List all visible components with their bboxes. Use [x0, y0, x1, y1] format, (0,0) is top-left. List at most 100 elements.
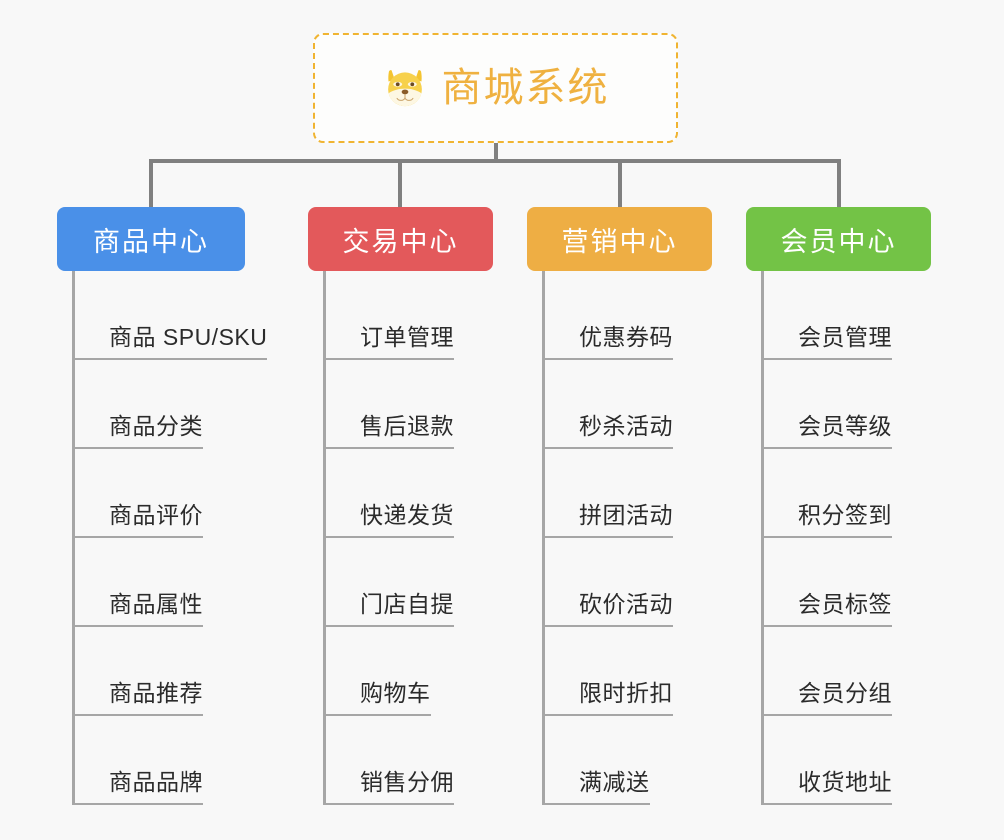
leaf-item[interactable]: 秒杀活动 [542, 360, 712, 449]
leaf-item[interactable]: 拼团活动 [542, 449, 712, 538]
leaf-underline: 优惠券码 [545, 318, 673, 360]
leaf-underline: 快递发货 [326, 496, 454, 538]
leaf-item[interactable]: 限时折扣 [542, 627, 712, 716]
header-marketing-center[interactable]: 营销中心 [527, 207, 712, 271]
header-label: 商品中心 [93, 226, 209, 257]
leaf-item[interactable]: 优惠券码 [542, 271, 712, 360]
leaf-item[interactable]: 积分签到 [761, 449, 931, 538]
leaf-label: 限时折扣 [579, 680, 673, 706]
leaf-item[interactable]: 收货地址 [761, 716, 931, 805]
leaf-underline: 会员管理 [764, 318, 892, 360]
leaf-label: 会员标签 [798, 591, 892, 617]
connector-drop-3 [837, 159, 841, 209]
leaf-item[interactable]: 商品评价 [72, 449, 245, 538]
leaf-label: 门店自提 [360, 591, 454, 617]
leaf-item[interactable]: 门店自提 [323, 538, 493, 627]
leaf-spine [72, 271, 75, 805]
connector-drop-2 [618, 159, 622, 209]
leaf-item[interactable]: 商品推荐 [72, 627, 245, 716]
leaf-underline: 商品推荐 [75, 674, 203, 716]
leaf-underline: 售后退款 [326, 407, 454, 449]
leaf-underline: 购物车 [326, 674, 431, 716]
connector-root-stem [494, 143, 498, 163]
leaf-label: 商品分类 [109, 413, 203, 439]
leaf-underline: 商品分类 [75, 407, 203, 449]
header-label: 营销中心 [561, 226, 678, 257]
leaf-list-marketing-center: 优惠券码 秒杀活动 拼团活动 砍价活动 限时折扣 满减送 [542, 271, 712, 805]
leaf-underline: 商品品牌 [75, 763, 203, 805]
leaf-underline: 积分签到 [764, 496, 892, 538]
leaf-underline: 收货地址 [764, 763, 892, 805]
leaf-item[interactable]: 会员等级 [761, 360, 931, 449]
leaf-label: 会员分组 [798, 680, 892, 706]
leaf-label: 砍价活动 [579, 591, 673, 617]
leaf-label: 商品评价 [109, 502, 203, 528]
leaf-item[interactable]: 销售分佣 [323, 716, 493, 805]
leaf-item[interactable]: 快递发货 [323, 449, 493, 538]
leaf-label: 拼团活动 [579, 502, 673, 528]
leaf-label: 会员等级 [798, 413, 892, 439]
column-product-center: 商品中心 商品 SPU/SKU 商品分类 商品评价 商品属性 商品推荐 商品品牌 [57, 207, 268, 805]
leaf-underline: 砍价活动 [545, 585, 673, 627]
leaf-item[interactable]: 满减送 [542, 716, 712, 805]
leaf-underline: 会员标签 [764, 585, 892, 627]
leaf-list-trade-center: 订单管理 售后退款 快递发货 门店自提 购物车 销售分佣 [323, 271, 493, 805]
header-member-center[interactable]: 会员中心 [746, 207, 931, 271]
header-trade-center[interactable]: 交易中心 [308, 207, 493, 271]
root-title: 商城系统 [441, 66, 610, 110]
leaf-underline: 商品评价 [75, 496, 203, 538]
column-trade-center: 交易中心 订单管理 售后退款 快递发货 门店自提 购物车 销售分佣 [308, 207, 493, 805]
column-marketing-center: 营销中心 优惠券码 秒杀活动 拼团活动 砍价活动 限时折扣 满减送 [527, 207, 712, 805]
leaf-spine [542, 271, 545, 805]
leaf-label: 秒杀活动 [579, 413, 673, 439]
leaf-label: 积分签到 [798, 502, 892, 528]
leaf-underline: 拼团活动 [545, 496, 673, 538]
leaf-label: 商品推荐 [109, 680, 203, 706]
leaf-underline: 会员分组 [764, 674, 892, 716]
leaf-item[interactable]: 商品 SPU/SKU [72, 271, 268, 360]
leaf-list-member-center: 会员管理 会员等级 积分签到 会员标签 会员分组 收货地址 [761, 271, 931, 805]
leaf-item[interactable]: 售后退款 [323, 360, 493, 449]
leaf-underline: 秒杀活动 [545, 407, 673, 449]
leaf-underline: 会员等级 [764, 407, 892, 449]
connector-drop-1 [398, 159, 402, 209]
leaf-label: 销售分佣 [360, 769, 454, 795]
leaf-underline: 商品 SPU/SKU [75, 318, 268, 360]
leaf-label: 售后退款 [360, 413, 454, 439]
leaf-underline: 满减送 [545, 763, 650, 805]
leaf-label: 购物车 [360, 680, 431, 706]
leaf-label: 会员管理 [798, 324, 892, 350]
leaf-item[interactable]: 商品属性 [72, 538, 245, 627]
column-member-center: 会员中心 会员管理 会员等级 积分签到 会员标签 会员分组 收货地址 [746, 207, 931, 805]
leaf-list-product-center: 商品 SPU/SKU 商品分类 商品评价 商品属性 商品推荐 商品品牌 [72, 271, 268, 805]
leaf-underline: 商品属性 [75, 585, 203, 627]
leaf-item[interactable]: 商品分类 [72, 360, 245, 449]
leaf-item[interactable]: 订单管理 [323, 271, 493, 360]
leaf-item[interactable]: 商品品牌 [72, 716, 245, 805]
header-product-center[interactable]: 商品中心 [57, 207, 245, 271]
leaf-underline: 订单管理 [326, 318, 454, 360]
leaf-label: 商品品牌 [109, 769, 203, 795]
leaf-item[interactable]: 会员标签 [761, 538, 931, 627]
leaf-item[interactable]: 砍价活动 [542, 538, 712, 627]
header-label: 交易中心 [342, 226, 459, 257]
dog-face-icon [387, 70, 422, 107]
leaf-label: 商品属性 [109, 591, 203, 617]
leaf-label: 优惠券码 [579, 324, 673, 350]
leaf-label: 快递发货 [360, 502, 454, 528]
leaf-item[interactable]: 会员管理 [761, 271, 931, 360]
leaf-label: 收货地址 [798, 769, 892, 795]
leaf-underline: 限时折扣 [545, 674, 673, 716]
leaf-item[interactable]: 会员分组 [761, 627, 931, 716]
leaf-spine [323, 271, 326, 805]
root-node[interactable]: 商城系统 [313, 33, 678, 143]
leaf-label: 订单管理 [360, 324, 454, 350]
leaf-label: 满减送 [579, 769, 650, 795]
connector-drop-0 [149, 159, 153, 209]
leaf-label: 商品 SPU/SKU [109, 324, 268, 350]
leaf-underline: 销售分佣 [326, 763, 454, 805]
header-label: 会员中心 [780, 226, 897, 257]
leaf-spine [761, 271, 764, 805]
leaf-item[interactable]: 购物车 [323, 627, 493, 716]
